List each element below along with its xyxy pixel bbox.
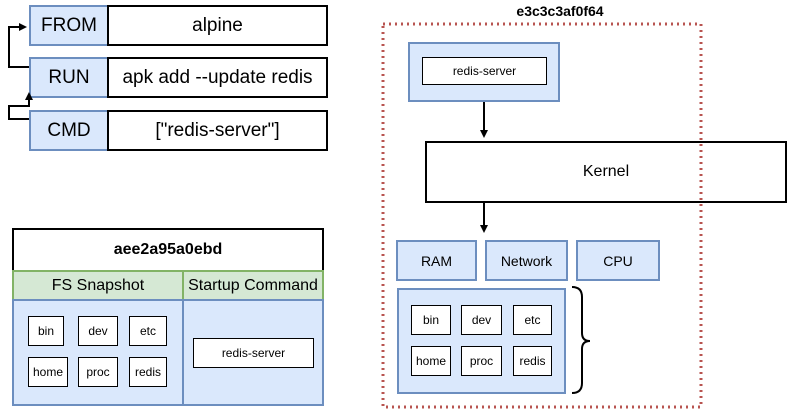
resource-ram: RAM	[396, 240, 477, 281]
container-fs-item-proc: proc	[461, 346, 502, 376]
image-startup-command: redis-server	[193, 338, 314, 368]
container-process-box: redis-server	[422, 57, 547, 85]
dockerfile-instruction-cmd: CMD	[29, 110, 109, 151]
image-fs-item-proc: proc	[78, 357, 118, 387]
cmd-to-run-arrow-icon	[8, 92, 33, 120]
fs-snapshot-header: FS Snapshot	[12, 270, 184, 301]
container-fs-item-etc: etc	[513, 305, 552, 335]
dockerfile-argument-run: apk add --update redis	[107, 57, 328, 98]
dockerfile-argument-from: alpine	[107, 5, 328, 46]
image-fs-item-bin: bin	[28, 316, 64, 346]
dockerfile-instruction-from: FROM	[29, 5, 109, 46]
container-fs-item-redis: redis	[513, 346, 552, 376]
curly-brace-icon	[571, 286, 591, 394]
image-id-header: aee2a95a0ebd	[12, 228, 324, 272]
image-fs-item-dev: dev	[78, 316, 118, 346]
dockerfile-instruction-run: RUN	[29, 57, 109, 98]
kernel-box: Kernel	[425, 141, 787, 203]
container-id-label: e3c3c3af0f64	[516, 3, 604, 19]
resource-cpu: CPU	[576, 240, 660, 281]
container-fs-item-home: home	[411, 346, 451, 376]
run-to-from-arrow-icon	[8, 23, 29, 68]
dockerfile-argument-cmd: ["redis-server"]	[107, 110, 328, 151]
container-fs-item-dev: dev	[461, 305, 502, 335]
image-fs-item-home: home	[28, 357, 68, 387]
image-fs-item-redis: redis	[129, 357, 167, 387]
container-fs-item-bin: bin	[411, 305, 451, 335]
image-fs-item-etc: etc	[129, 316, 167, 346]
resource-network: Network	[485, 240, 568, 281]
container-fs-panel	[397, 288, 566, 394]
startup-command-header: Startup Command	[182, 270, 324, 301]
